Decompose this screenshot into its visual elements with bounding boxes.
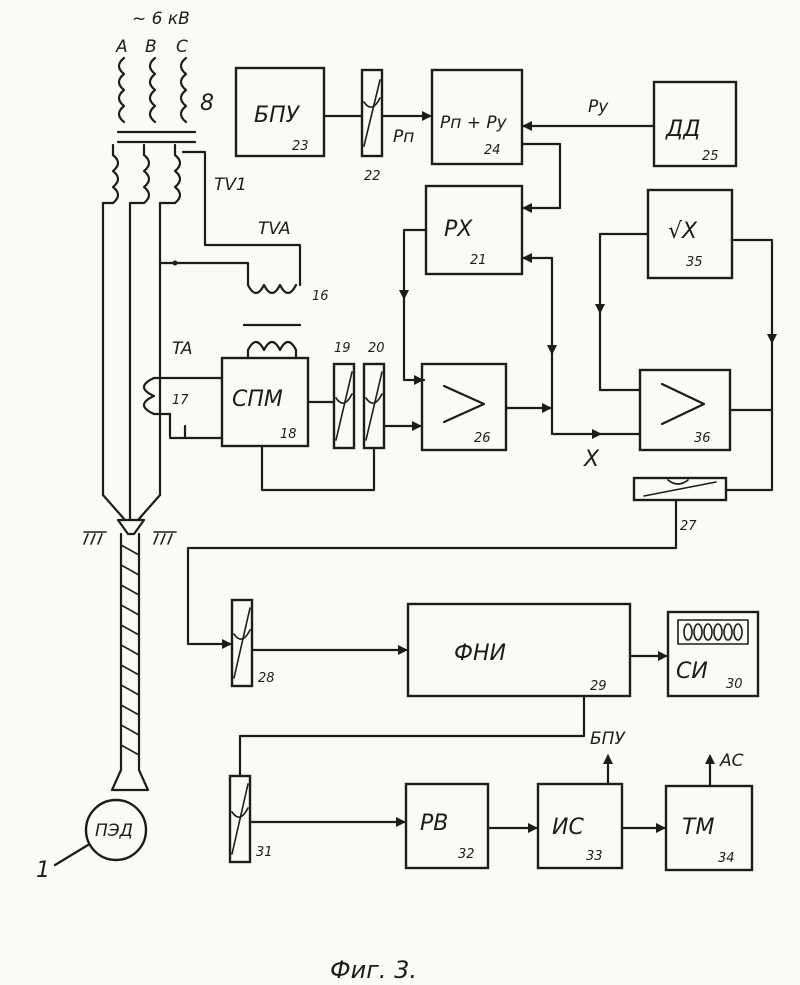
ground-hatch-left <box>84 532 106 544</box>
py-signal-label: Ру <box>588 97 609 117</box>
transformer-core <box>118 132 195 142</box>
bpu-label: БПУ <box>254 103 301 128</box>
secondary-windings <box>113 145 180 203</box>
transformer-ref-label: 8 <box>200 91 214 116</box>
fni-label: ФНИ <box>454 641 506 666</box>
px-label: РХ <box>444 217 473 242</box>
figure-caption: Фиг. 3. <box>330 956 417 984</box>
regulator-27: 27 <box>634 478 726 534</box>
si-label: СИ <box>676 659 708 684</box>
regulator-20: 20 <box>364 341 385 448</box>
cmp36-ref: 36 <box>694 431 711 446</box>
tva-label: TVA <box>258 219 291 239</box>
cmp26-ref: 26 <box>474 431 491 446</box>
ta-transformer: TA 17 <box>144 339 222 438</box>
reg22-ref: 22 <box>364 169 381 184</box>
reg20-ref: 20 <box>368 341 385 356</box>
downhole-cable <box>112 534 148 790</box>
regulator-22: 22 <box>362 70 382 184</box>
dd-ref: 25 <box>702 149 719 164</box>
si-ref: 30 <box>726 677 743 692</box>
ta-label: TA <box>172 339 192 359</box>
x-signal-label: X <box>583 447 600 472</box>
block-ic: ИС 33 <box>538 784 622 868</box>
reg19-ref: 19 <box>334 341 351 356</box>
ground-hatch-right <box>154 532 176 544</box>
summer-label: Рп + Ру <box>440 113 508 133</box>
px-ref: 21 <box>470 253 487 268</box>
block-summer: Рп + Ру 24 <box>432 70 522 164</box>
phase-a-label: A <box>115 37 128 57</box>
phase-b-label: B <box>145 37 157 57</box>
block-comparator-36: 36 <box>640 370 730 450</box>
supply-voltage-label: ~ 6 кВ <box>132 9 190 29</box>
reg28-ref: 28 <box>258 671 275 686</box>
dd-label: ДД <box>665 117 700 142</box>
power-cable <box>103 203 175 534</box>
block-si: СИ 30 <box>668 612 758 696</box>
motor-ref: 1 <box>36 858 50 883</box>
block-dd: ДД 25 <box>654 82 736 166</box>
block-bpu: БПУ 23 <box>236 68 324 156</box>
ac-output-label: АС <box>719 751 744 771</box>
pv-label: РВ <box>420 811 448 836</box>
spm-ref: 18 <box>280 427 297 442</box>
ic-label: ИС <box>552 815 584 840</box>
ic-ref: 33 <box>586 849 603 864</box>
sqrt-ref: 35 <box>686 255 703 270</box>
pn-signal-label: Рп <box>393 127 414 147</box>
block-fni: ФНИ 29 <box>408 604 630 696</box>
block-pv: РВ 32 <box>406 784 488 868</box>
reg27-ref: 27 <box>680 519 697 534</box>
summer-ref: 24 <box>484 143 501 158</box>
regulator-31: 31 <box>230 776 273 862</box>
phase-c-label: C <box>176 37 188 57</box>
block-tm: ТМ 34 <box>666 786 752 870</box>
tva-ref: 16 <box>312 289 329 304</box>
block-sqrt: √X 35 <box>648 190 732 278</box>
regulator-19: 19 <box>334 341 354 448</box>
bpu-output-label: БПУ <box>590 729 626 749</box>
ta-ref: 17 <box>172 393 189 408</box>
reg31-ref: 31 <box>256 845 273 860</box>
si-digits-display <box>684 624 742 640</box>
block-spm: СПМ 18 <box>222 358 308 446</box>
regulator-28: 28 <box>232 600 275 686</box>
tm-label: ТМ <box>682 815 714 840</box>
motor-label: ПЭД <box>95 821 133 841</box>
fni-ref: 29 <box>590 679 607 694</box>
tm-ref: 34 <box>718 851 735 866</box>
primary-windings <box>119 58 186 122</box>
spm-label: СПМ <box>232 387 283 412</box>
block-px: РХ 21 <box>426 186 522 274</box>
block-comparator-26: 26 <box>422 364 506 450</box>
tv1-label: TV1 <box>214 175 247 195</box>
bpu-ref: 23 <box>292 139 309 154</box>
sqrt-label: √X <box>668 219 698 244</box>
motor-ped: ПЭД 1 <box>36 800 146 883</box>
pv-ref: 32 <box>458 847 475 862</box>
